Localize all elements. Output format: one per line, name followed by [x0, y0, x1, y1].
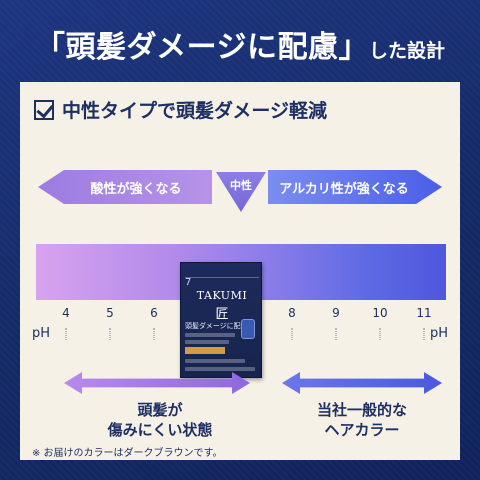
checkbox-icon	[34, 99, 54, 120]
alkali-arrow: アルカリ性が強くなる	[268, 170, 442, 204]
product-text-line	[185, 340, 229, 344]
neutral-label: 中性	[230, 179, 252, 192]
product-text-line	[185, 359, 245, 363]
headline: 「頭髪ダメージに配慮」した設計	[0, 22, 480, 66]
gentle-caption-line2: 傷みにくい状態	[107, 421, 213, 439]
ph-guide	[153, 328, 155, 340]
product-box-image: 7 TAKUMI 匠 頭髪ダメージに配慮	[180, 262, 262, 378]
product-top-band	[185, 268, 259, 278]
ph-tick: 8	[288, 306, 296, 320]
ph-guide	[379, 328, 381, 340]
ph-guide	[291, 328, 293, 340]
product-brand: TAKUMI	[196, 289, 248, 302]
neutral-marker: 中性	[216, 172, 266, 212]
product-label: 頭髪ダメージに配慮	[185, 322, 248, 330]
acid-arrow: 酸性が強くなる	[38, 170, 212, 204]
alkali-arrow-label: アルカリ性が強くなる	[279, 181, 409, 197]
gentle-caption-line1: 頭髪が	[137, 401, 183, 419]
ph-label-right: pH	[430, 326, 449, 341]
product-kanji: 匠	[215, 307, 229, 322]
ph-tick: 9	[332, 306, 340, 320]
ph-guide	[335, 328, 337, 340]
headline-suffix: した設計	[368, 40, 445, 62]
gentle-range-caption: 頭髪が 傷みにくい状態	[80, 400, 240, 440]
ph-tick: 10	[372, 306, 388, 320]
ph-tick: 11	[416, 306, 432, 320]
standard-caption-line1: 当社一般的な	[316, 401, 407, 419]
ph-label-left: pH	[32, 326, 51, 341]
acid-arrow-label: 酸性が強くなる	[90, 181, 182, 197]
ph-guide	[65, 328, 67, 340]
ph-guide	[423, 328, 425, 340]
ph-tick: 5	[106, 306, 114, 320]
footnote: ※ お届けのカラーはダークブラウンです。	[32, 448, 223, 459]
standard-caption-line2: ヘアカラー	[324, 421, 400, 439]
headline-main: 「頭髪ダメージに配慮」	[34, 30, 369, 65]
info-panel: 中性タイプで頭髪ダメージ軽減 酸性が強くなる 中性 アルカリ性が強くなる 4 5…	[20, 82, 460, 460]
product-bottle-icon	[241, 319, 255, 339]
subtitle-text: 中性タイプで頭髪ダメージ軽減	[62, 100, 328, 122]
product-number: 7	[185, 277, 192, 288]
ph-ticks: 4 5 6 7 8 9 10 11	[36, 306, 446, 324]
standard-range-arrow	[282, 372, 442, 394]
ph-tick: 4	[62, 306, 70, 320]
ph-tick: 6	[150, 306, 158, 320]
product-color-swatch	[185, 347, 225, 354]
standard-range-caption: 当社一般的な ヘアカラー	[282, 400, 442, 440]
product-text-line	[185, 367, 255, 371]
ph-guide	[109, 328, 111, 340]
product-text-line	[185, 333, 235, 337]
subtitle: 中性タイプで頭髪ダメージ軽減	[34, 96, 327, 123]
